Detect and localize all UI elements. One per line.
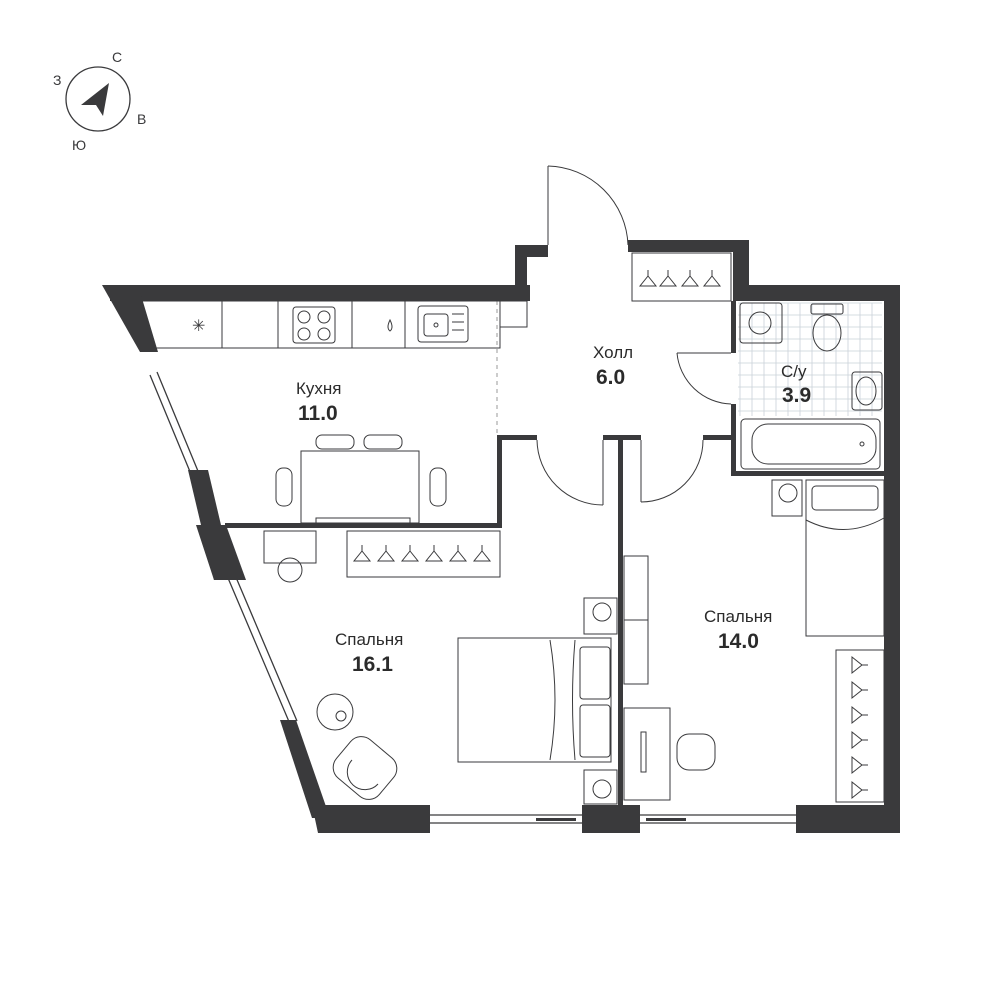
hanger-icon — [680, 270, 700, 287]
interior-walls — [225, 300, 884, 805]
compass-south: Ю — [72, 137, 86, 153]
stove-icon — [292, 306, 336, 344]
room-name-bedroom-left: Спальня — [335, 630, 403, 649]
room-area-bathroom: 3.9 — [782, 384, 811, 407]
dining-table — [275, 434, 447, 525]
kitchen-counter — [139, 300, 501, 349]
windows — [149, 371, 796, 824]
hanger-icon — [376, 545, 396, 562]
lamp-icon — [583, 769, 618, 805]
hanger-icon — [851, 705, 868, 725]
doors — [496, 165, 732, 506]
room-name-bathroom: С/у — [781, 362, 807, 381]
desk-chair-icon — [676, 733, 716, 771]
compass: С В Ю З — [53, 49, 146, 153]
hanger-icon — [851, 780, 868, 800]
hanger-icon — [400, 545, 420, 562]
lamp-icon — [583, 597, 618, 635]
armchair-icon — [332, 736, 398, 800]
sink-icon — [417, 305, 469, 343]
room-name-kitchen: Кухня — [296, 379, 342, 398]
hanger-icon — [424, 545, 444, 562]
toilet-icon — [810, 303, 844, 352]
hanger-icon — [352, 545, 372, 562]
washing-machine-icon — [739, 302, 783, 344]
outer-walls — [102, 240, 900, 833]
bathroom-sink-icon — [851, 371, 883, 411]
bathtub-icon — [740, 418, 881, 470]
compass-north: С — [112, 49, 122, 65]
hanger-icon — [472, 545, 492, 562]
hanger-icon — [851, 730, 868, 750]
hanger-icon — [702, 270, 722, 287]
left-bedroom-furniture — [263, 530, 649, 805]
double-bed — [457, 637, 612, 763]
hanger-icon — [638, 270, 658, 287]
room-area-bedroom-left: 16.1 — [352, 653, 393, 676]
room-labels: Кухня 11.0 Холл 6.0 С/у 3.9 Спальня 16.1… — [296, 343, 811, 676]
right-bedroom-furniture — [623, 479, 885, 803]
room-area-hall: 6.0 — [596, 366, 625, 389]
hanger-icon — [448, 545, 468, 562]
compass-east: В — [137, 111, 146, 127]
fan-icon: ✳ — [192, 316, 205, 335]
round-table — [316, 693, 354, 731]
hanger-icon — [851, 680, 868, 700]
room-area-kitchen: 11.0 — [298, 402, 338, 425]
room-name-hall: Холл — [593, 343, 633, 362]
desk — [623, 707, 671, 801]
bathroom — [738, 302, 883, 470]
room-name-bedroom-right: Спальня — [704, 607, 772, 626]
hanger-icon — [851, 655, 868, 675]
hanger-icon — [658, 270, 678, 287]
hall-wardrobe — [631, 252, 732, 302]
compass-west: З — [53, 72, 61, 88]
compass-ring — [65, 66, 131, 132]
hanger-icon — [851, 755, 868, 775]
single-bed — [805, 479, 885, 637]
kitchen-furniture: ✳ — [139, 300, 501, 525]
compass-arrow-icon — [81, 83, 109, 116]
room-area-bedroom-right: 14.0 — [718, 630, 759, 653]
